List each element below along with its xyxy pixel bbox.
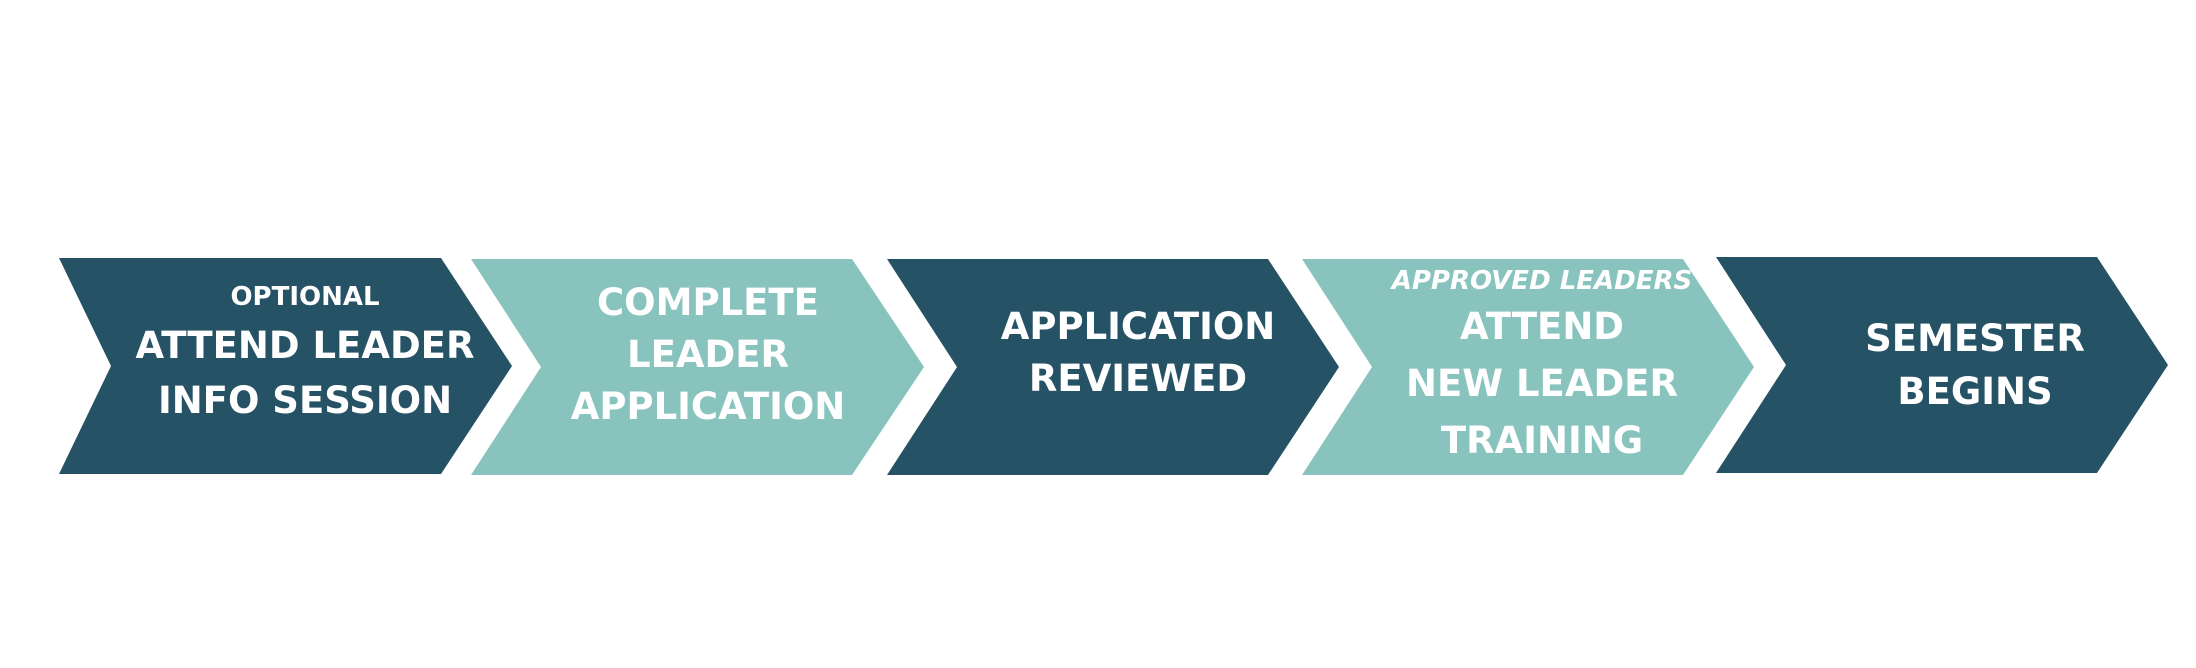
step-5-line-1: SEMESTER xyxy=(1865,317,2085,360)
process-step-3: APPLICATION REVIEWED xyxy=(887,259,1339,475)
process-step-4: APPROVED LEADERS ATTEND NEW LEADER TRAINING xyxy=(1302,259,1754,475)
step-4-line-3: TRAINING xyxy=(1441,419,1643,462)
step-4-line-1: ATTEND xyxy=(1460,305,1624,348)
step-5-line-2: BEGINS xyxy=(1897,370,2052,413)
step-1-line-1: ATTEND LEADER xyxy=(136,324,475,367)
process-step-2: COMPLETE LEADER APPLICATION xyxy=(471,259,924,475)
step-4-line-2: NEW LEADER xyxy=(1406,362,1678,405)
step-2-line-1: COMPLETE xyxy=(597,281,819,324)
step-1-line-2: INFO SESSION xyxy=(158,379,452,422)
step-note-1: OPTIONAL xyxy=(230,282,379,312)
step-2-line-2: LEADER xyxy=(627,333,789,376)
process-step-5: SEMESTER BEGINS xyxy=(1716,257,2168,473)
steps-layer: OPTIONAL ATTEND LEADER INFO SESSION COMPLET… xyxy=(59,257,2168,475)
step-2-line-3: APPLICATION xyxy=(571,385,846,428)
process-step-1: OPTIONAL ATTEND LEADER INFO SESSION xyxy=(59,258,512,474)
step-3-line-1: APPLICATION xyxy=(1001,305,1276,348)
step-note-4: APPROVED LEADERS xyxy=(1390,266,1693,296)
step-chevron-4 xyxy=(1302,259,1754,475)
step-3-line-2: REVIEWED xyxy=(1029,357,1247,400)
step-chevron-3 xyxy=(887,259,1339,475)
step-chevron-2 xyxy=(471,259,924,475)
step-chevron-1 xyxy=(59,258,512,474)
step-chevron-5 xyxy=(1716,257,2168,473)
